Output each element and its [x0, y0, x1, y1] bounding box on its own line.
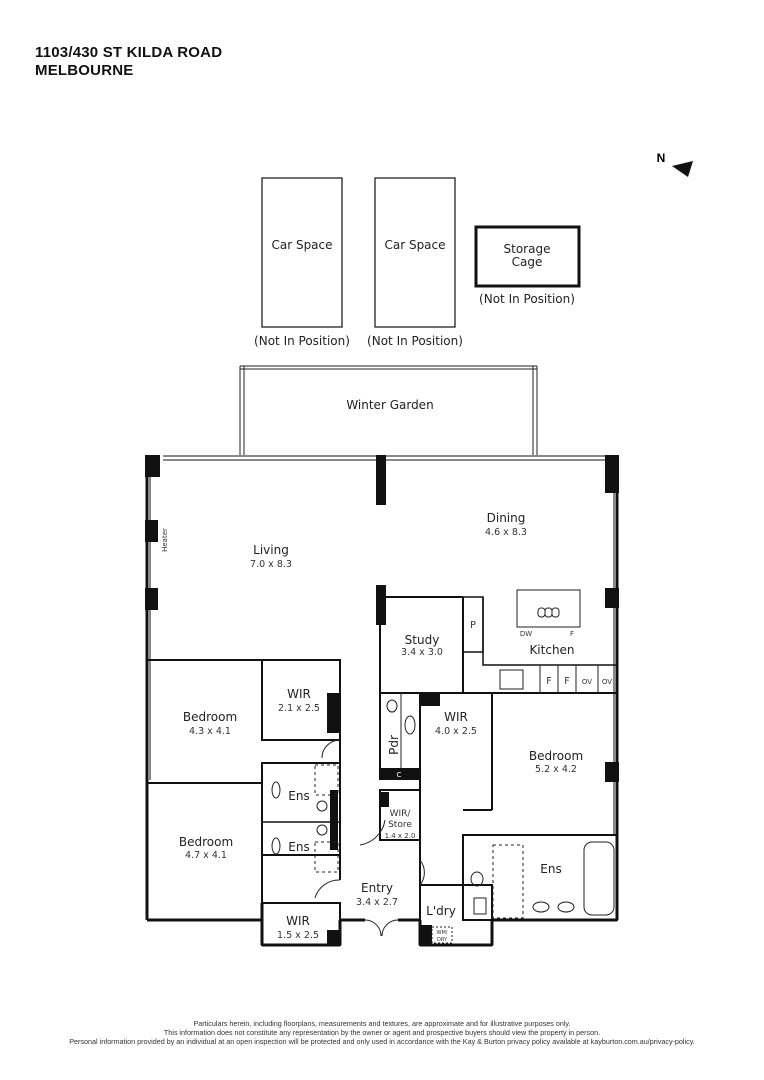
- shower-icon: [314, 841, 339, 873]
- toilet-icon: [470, 871, 484, 887]
- study-dim: 3.4 x 3.0: [401, 647, 443, 658]
- storage-label-2: Cage: [512, 255, 543, 269]
- bedroom-2-label: Bedroom: [179, 835, 233, 849]
- not-in-position-note: (Not In Position): [479, 292, 575, 306]
- wir-store-label-2: Store: [388, 820, 412, 830]
- north-label: N: [657, 151, 666, 165]
- disclaimer: Particulars herein, including floorplans…: [0, 1019, 764, 1046]
- laundry-label: L'dry: [426, 904, 456, 918]
- ensuite-2-label: Ens: [288, 840, 309, 854]
- wir-store-dim: 1.4 x 2.0: [385, 832, 416, 840]
- structural-columns: [145, 455, 619, 945]
- washer-label: WM/: [437, 930, 448, 936]
- study-label: Study: [405, 633, 440, 647]
- north-arrow-icon: N: [657, 151, 693, 177]
- winter-garden: Winter Garden: [239, 365, 538, 455]
- property-address: 1103/430 ST KILDA ROAD MELBOURNE: [35, 44, 222, 80]
- dining-label: Dining: [487, 511, 526, 525]
- wir-2-dim: 1.5 x 2.5: [277, 930, 319, 941]
- dining-dim: 4.6 x 8.3: [485, 527, 527, 538]
- basin-icon: [271, 837, 281, 855]
- basin-icon: [532, 901, 550, 913]
- wir-1-dim: 2.1 x 2.5: [278, 703, 320, 714]
- fridge-2: F: [564, 676, 569, 687]
- powder-room-label: Pdr: [387, 735, 401, 755]
- storage-cage: Storage Cage (Not In Position): [474, 225, 581, 306]
- washer-dryer-icon: [431, 926, 453, 944]
- bedroom-3-dim: 5.2 x 4.2: [535, 764, 577, 775]
- fridge-1: F: [546, 676, 551, 687]
- winter-garden-label: Winter Garden: [346, 398, 433, 412]
- address-line-1: 1103/430 ST KILDA ROAD: [35, 44, 223, 61]
- shower-icon: [314, 764, 339, 796]
- kitchen-label: Kitchen: [529, 643, 574, 657]
- bedroom-1-dim: 4.3 x 4.1: [189, 726, 231, 737]
- wir-3-label: WIR: [444, 710, 468, 724]
- disclaimer-line-2: This information does not constitute any…: [163, 1028, 601, 1037]
- bedroom-2-dim: 4.7 x 4.1: [185, 850, 227, 861]
- wir-2-label: WIR: [286, 914, 310, 928]
- bedroom-3-label: Bedroom: [529, 749, 583, 763]
- bedroom-1-label: Bedroom: [183, 710, 237, 724]
- car-space-1: Car Space (Not In Position): [254, 177, 350, 348]
- wir-3-dim: 4.0 x 2.5: [435, 726, 477, 737]
- not-in-position-note: (Not In Position): [254, 334, 350, 348]
- entry-label: Entry: [361, 881, 393, 895]
- room-labels: Living 7.0 x 8.3 Heater Dining 4.6 x 8.3…: [161, 511, 612, 943]
- disclaimer-line-1: Particulars herein, including floorplans…: [193, 1019, 571, 1028]
- laundry-tub-icon: [473, 897, 487, 915]
- living-dim: 7.0 x 8.3: [250, 559, 292, 570]
- toilet-icon: [316, 824, 328, 836]
- car-space-label: Car Space: [384, 238, 445, 252]
- oven-2: OV: [602, 678, 612, 686]
- fridge-label: F: [570, 630, 574, 638]
- storage-label-1: Storage: [504, 242, 551, 256]
- car-space-label: Car Space: [271, 238, 332, 252]
- not-in-position-note: (Not In Position): [367, 334, 463, 348]
- car-space-2: Car Space (Not In Position): [367, 177, 463, 348]
- basin-icon: [271, 781, 281, 799]
- address-line-2: MELBOURNE: [35, 62, 134, 79]
- wir-store-label-1: WIR/: [390, 809, 412, 819]
- shower-icon: [492, 844, 524, 919]
- disclaimer-line-3: Personal information provided by an indi…: [69, 1037, 695, 1046]
- oven-1: OV: [582, 678, 592, 686]
- toilet-icon: [386, 699, 398, 713]
- ensuite-3-label: Ens: [540, 862, 561, 876]
- ensuite-1-label: Ens: [288, 789, 309, 803]
- entry-dim: 3.4 x 2.7: [356, 897, 398, 908]
- dishwasher-label: DW: [520, 630, 532, 638]
- bathtub-icon: [583, 841, 615, 916]
- dryer-label: DRY: [437, 937, 448, 943]
- toilet-icon: [316, 800, 328, 812]
- kitchen-island: [499, 589, 581, 690]
- basin-icon: [557, 901, 575, 913]
- wir-1-label: WIR: [287, 687, 311, 701]
- cooktop-icon: [499, 669, 524, 690]
- heater-label: Heater: [161, 528, 169, 552]
- basin-icon: [404, 715, 416, 735]
- living-label: Living: [253, 543, 289, 557]
- cupboard-label: C: [397, 771, 402, 779]
- pantry-label: P: [470, 620, 476, 631]
